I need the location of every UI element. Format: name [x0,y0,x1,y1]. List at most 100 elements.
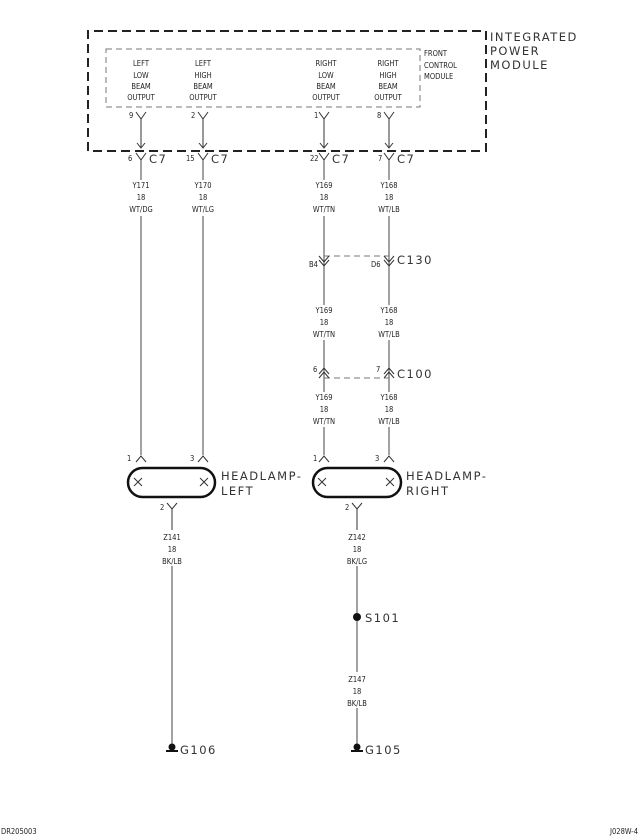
output-label: OUTPUT [374,93,402,102]
output-label: RIGHT [315,59,337,68]
wire-circuit: Y171 [132,181,150,190]
wire-color: WT/TN [313,417,335,426]
output-label: BEAM [131,82,151,91]
wire-circuit: Y169 [315,181,333,190]
output-label: LEFT [133,59,150,68]
fcm-label-1: FRONT [424,49,448,58]
c7-pin: 6 [128,154,132,163]
wire-gauge: 18 [385,318,394,327]
c7-connector [135,152,395,161]
headlamp-left-label-1: HEADLAMP- [221,469,302,483]
headlamp-right-pin: 3 [375,454,379,463]
ground-label: G105 [365,743,402,757]
ground-symbol-icon [351,743,363,752]
wire-color: WT/TN [313,205,335,214]
wire-color: BK/LB [347,699,367,708]
wire-gauge: 18 [385,405,394,414]
pin-number: 1 [314,111,318,120]
pin-number: 9 [129,111,133,120]
wire-gauge: 18 [353,687,362,696]
ground-symbol-icon [166,743,178,752]
headlamp-right-pin: 2 [345,503,349,512]
output-label: BEAM [193,82,213,91]
c7-label: C7 [149,152,167,166]
wire-color: WT/TN [313,330,335,339]
fcm-output-pins [135,111,395,149]
ipm-label-1: INTEGRATED [490,30,578,44]
c130-pin: D6 [371,260,381,269]
c100-label: C100 [397,367,433,381]
c130-label: C130 [397,253,433,267]
wire-color: BK/LB [162,557,182,566]
wire-circuit: Y168 [380,181,398,190]
wire-color: WT/LB [378,205,400,214]
output-label: OUTPUT [189,93,217,102]
c7-label: C7 [397,152,415,166]
fcm-label-2: CONTROL [424,61,457,70]
wire-gauge: 18 [385,193,394,202]
wire-color: BK/LG [347,557,367,566]
ipm-label-3: MODULE [490,58,549,72]
c130-pin: B4 [309,260,318,269]
c130-connector [318,255,395,267]
ground-label: G106 [180,743,217,757]
wire-circuit: Y169 [315,306,333,315]
output-label: OUTPUT [312,93,340,102]
c7-label: C7 [211,152,229,166]
integrated-power-module-box [87,30,487,152]
output-label: HIGH [379,71,396,80]
wire-color: WT/DG [129,205,153,214]
pin-number: 2 [191,111,195,120]
headlamp-right [311,455,403,530]
wire-circuit: Y169 [315,393,333,402]
pin-number: 8 [377,111,381,120]
front-control-module-box [105,48,421,108]
headlamp-left-label-2: LEFT [221,484,254,498]
output-label: BEAM [378,82,398,91]
fcm-label-3: MODULE [424,72,453,81]
c7-pin: 7 [378,154,382,163]
splice-dot-icon [353,613,361,621]
output-label: BEAM [316,82,336,91]
splice-label: S101 [365,611,400,625]
wire-gauge: 18 [199,193,208,202]
wire-color: WT/LG [192,205,214,214]
headlamp-right-pin: 1 [313,454,317,463]
headlamp-left [126,455,217,530]
wire-circuit: Z141 [163,533,181,542]
wire-color: WT/LB [378,417,400,426]
output-label: RIGHT [377,59,399,68]
headlamp-left-pin: 3 [190,454,194,463]
c7-pin: 22 [310,154,319,163]
wire-circuit: Z147 [348,675,366,684]
output-label: HIGH [194,71,211,80]
diagram-code: J028W-4 [609,827,638,836]
c100-pin: 6 [313,365,317,374]
headlamp-right-label-2: RIGHT [406,484,449,498]
c7-label: C7 [332,152,350,166]
wire-gauge: 18 [320,193,329,202]
headlamp-right-label-1: HEADLAMP- [406,469,487,483]
wire-circuit: Y168 [380,393,398,402]
output-label: LOW [133,71,149,80]
output-label: LEFT [195,59,212,68]
headlamp-left-pin: 1 [127,454,131,463]
wire-gauge: 18 [137,193,146,202]
figure-id: DR205003 [1,827,37,836]
wire-circuit: Y170 [194,181,212,190]
wire-color: WT/LB [378,330,400,339]
wire-gauge: 18 [320,318,329,327]
wires [140,160,390,455]
wire-gauge: 18 [320,405,329,414]
ipm-label-2: POWER [490,44,540,58]
output-label: OUTPUT [127,93,155,102]
output-label: LOW [318,71,334,80]
c100-pin: 7 [376,365,380,374]
wire-circuit: Y168 [380,306,398,315]
c100-connector [318,367,395,379]
wire-gauge: 18 [353,545,362,554]
c7-pin: 15 [186,154,195,163]
ground-wires [171,566,358,745]
wire-circuit: Z142 [348,533,366,542]
